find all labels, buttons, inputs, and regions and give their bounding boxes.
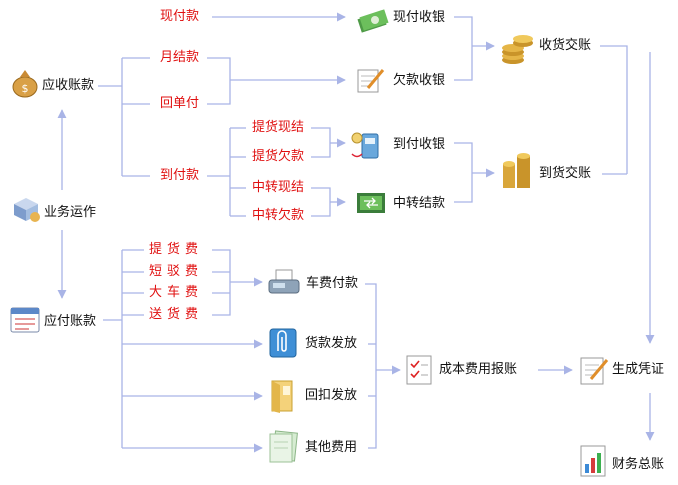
svg-text:$: $ xyxy=(22,82,29,95)
notepad-pen-icon xyxy=(357,69,385,93)
node-cash-collection: 现付收银 xyxy=(393,10,446,25)
checklist-icon xyxy=(406,355,432,385)
money-bag-icon: $ xyxy=(12,70,38,98)
node-general-ledger: 财务总账 xyxy=(612,457,665,472)
label-pickup-cash: 提货现结 xyxy=(252,120,305,135)
label-transfer-owed: 中转欠款 xyxy=(252,208,305,223)
node-receiving-reconciliation: 收货交账 xyxy=(539,38,592,53)
node-goods-payout: 货款发放 xyxy=(305,336,358,351)
node-other-costs: 其他费用 xyxy=(305,440,358,455)
node-cod-collection: 到付收银 xyxy=(393,137,446,152)
transfer-money-icon xyxy=(357,193,385,213)
node-arrival-reconciliation: 到货交账 xyxy=(539,166,592,181)
node-cost-reimbursement: 成本费用报账 xyxy=(439,362,518,377)
node-owed-collection: 欠款收银 xyxy=(393,73,446,88)
node-transfer-settlement: 中转结款 xyxy=(393,196,446,211)
coin-stacks-icon xyxy=(503,153,530,188)
cash-register-icon xyxy=(351,132,379,159)
voucher-pen-icon xyxy=(580,357,609,385)
label-delivery-fee: 送货费 xyxy=(149,307,204,322)
node-accounts-payable: 应付账款 xyxy=(44,314,97,329)
label-pickup-owed: 提货欠款 xyxy=(252,149,305,164)
box-operations-icon xyxy=(14,198,40,222)
note-pages-icon xyxy=(269,430,298,463)
ledger-window-icon xyxy=(10,307,40,333)
label-cod-payment: 到付款 xyxy=(160,168,200,183)
label-transfer-cash: 中转现结 xyxy=(252,180,305,195)
bar-chart-report-icon xyxy=(580,445,606,477)
cash-bundle-icon xyxy=(357,9,389,33)
node-rebate-payout: 回扣发放 xyxy=(305,388,358,403)
label-receipt-payment: 回单付 xyxy=(160,96,200,111)
label-monthly-payment: 月结款 xyxy=(160,50,200,65)
label-truck-fee: 大车费 xyxy=(149,285,204,300)
paperclip-document-icon xyxy=(269,328,297,358)
receipt-printer-icon xyxy=(268,269,300,294)
node-business-operations: 业务运作 xyxy=(44,205,97,220)
label-short-haul-fee: 短驳费 xyxy=(149,264,204,279)
node-vehicle-payment: 车费付款 xyxy=(306,276,359,291)
label-cash-payment: 现付款 xyxy=(160,9,200,24)
folder-icon xyxy=(271,380,293,413)
label-pickup-fee: 提货费 xyxy=(149,242,204,257)
node-generate-voucher: 生成凭证 xyxy=(612,362,665,377)
coin-stack-icon xyxy=(502,35,533,64)
node-accounts-receivable: 应收账款 xyxy=(42,78,95,93)
